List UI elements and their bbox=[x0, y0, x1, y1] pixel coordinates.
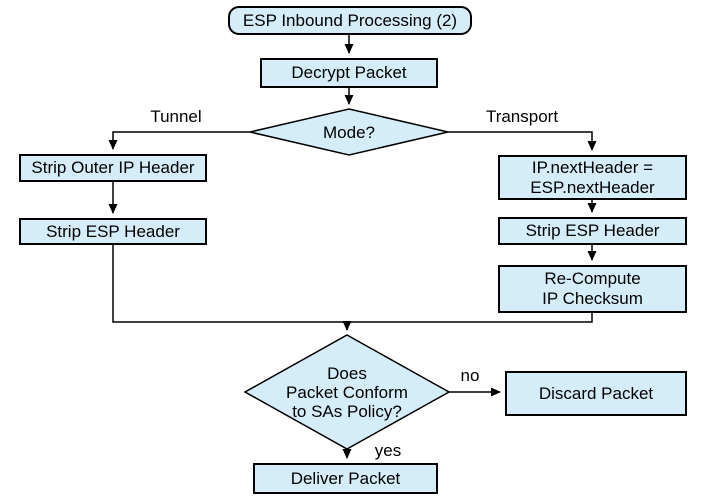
start-node: ESP Inbound Processing (2) bbox=[228, 6, 472, 35]
yes-branch-label: yes bbox=[374, 441, 402, 460]
tunnel-branch-label: Tunnel bbox=[150, 107, 202, 126]
policy-decision-diamond bbox=[243, 334, 451, 450]
mode-decision-diamond bbox=[249, 108, 449, 156]
strip-outer-ip-header-node: Strip Outer IP Header bbox=[19, 154, 207, 182]
ip-nextheader-node: IP.nextHeader = ESP.nextHeader bbox=[498, 155, 687, 200]
deliver-packet-node: Deliver Packet bbox=[253, 463, 438, 494]
edge-left-branch-merge bbox=[112, 245, 346, 323]
strip-esp-header-right-node: Strip ESP Header bbox=[498, 217, 687, 245]
edge-mode-transport bbox=[448, 131, 597, 151]
edge-right-branch-merge bbox=[348, 313, 593, 323]
recompute-checksum-node: Re-Compute IP Checksum bbox=[498, 265, 687, 313]
strip-esp-header-left-node: Strip ESP Header bbox=[19, 218, 207, 245]
edge-mode-tunnel bbox=[108, 131, 250, 150]
discard-packet-node: Discard Packet bbox=[505, 371, 687, 416]
no-branch-label: no bbox=[460, 366, 480, 385]
transport-branch-label: Transport bbox=[485, 107, 559, 126]
decrypt-packet-node: Decrypt Packet bbox=[260, 58, 438, 88]
